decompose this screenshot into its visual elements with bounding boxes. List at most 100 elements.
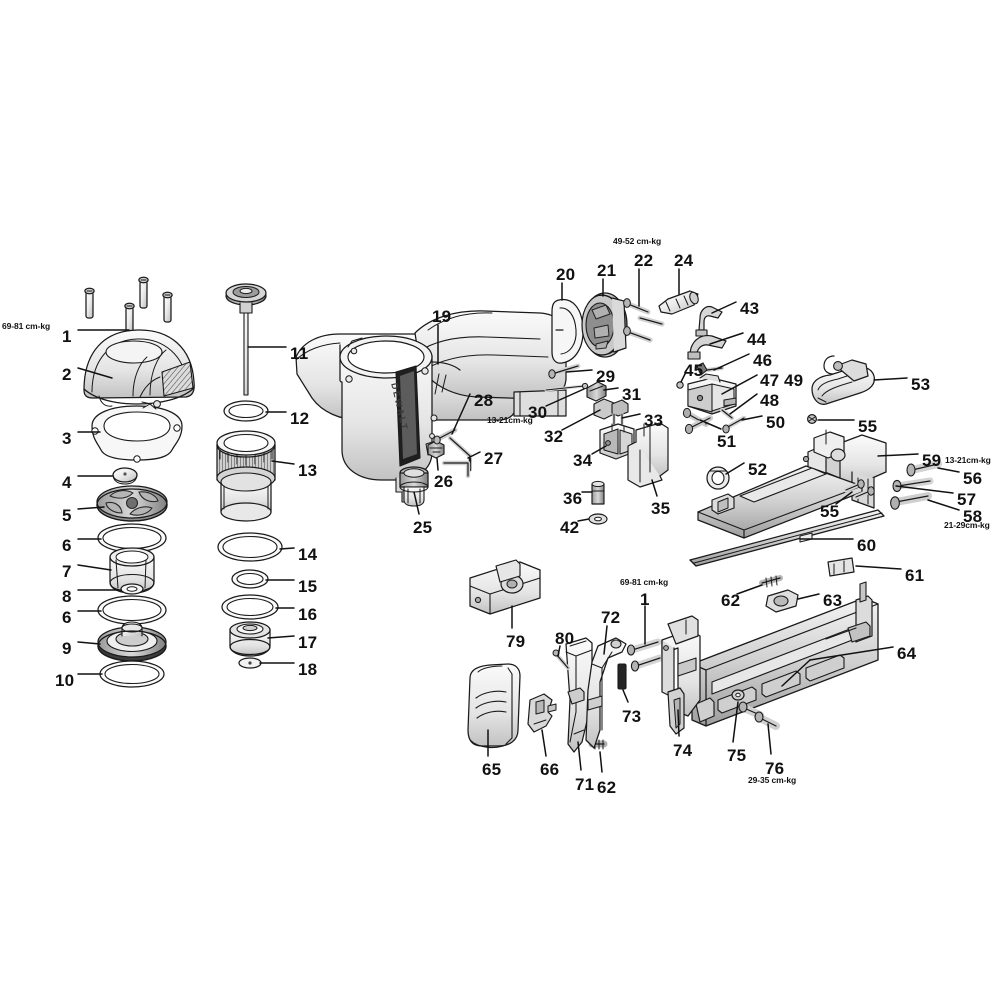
callout-number-3: 3 [62,429,72,448]
torque-spec-58: 21-29cm-kg [944,520,990,530]
part-43-lever [695,305,723,337]
part-45-pin [676,381,684,389]
part-31-fitting [586,381,607,402]
callout-number-52: 52 [748,460,768,479]
callout-number-71: 71 [575,775,595,794]
part-65-nose-cover [467,663,521,749]
callout-number-29: 29 [596,367,616,386]
callout-number-64: 64 [897,644,917,663]
part-1-screws [84,276,173,336]
part-19-housing [295,310,567,503]
part-17-bumper [229,621,271,657]
part-8-washer [120,583,144,595]
callout-number-18: 18 [298,660,318,679]
callout-number-16: 16 [298,605,318,624]
callout-number-49: 49 [784,371,804,390]
callout-number-28: 28 [474,391,494,410]
part-13-cylinder [216,430,276,522]
part-5-valve-plate [96,485,168,522]
callout-number-12: 12 [290,409,310,428]
part-44-lever [687,334,727,360]
part-56-bolt [906,460,942,477]
callout-number-6: 6 [62,608,72,627]
callout-number-62: 62 [721,591,741,610]
part-10-o-ring [99,660,165,688]
part-63-latch [765,589,799,613]
part-14-o-ring [217,532,283,562]
callout-number-7: 7 [62,562,72,581]
torque-spec-1: 69-81 cm-kg [620,577,669,587]
callout-number-11: 11 [290,344,309,363]
callout-number-14: 14 [298,545,318,564]
leader-lines [77,268,960,773]
callout-number-32: 32 [544,427,564,446]
part-66-latch [527,693,557,733]
callout-number-48: 48 [760,391,780,410]
part-59-nose-assembly [802,429,887,509]
callout-number-17: 17 [298,633,318,652]
callout-number-80: 80 [555,629,575,648]
part-9-piston [97,621,167,662]
callout-number-55: 55 [820,502,840,521]
callout-number-9: 9 [62,639,72,658]
part-80-pin [552,649,570,670]
callout-number-15: 15 [298,577,318,596]
part-72-linkage [585,637,627,749]
part-18-washer [238,657,262,669]
callout-number-44: 44 [747,330,767,349]
callout-number-58: 58 [963,507,983,526]
callout-number-30: 30 [528,403,548,422]
callout-number-8: 8 [62,587,72,606]
part-3-gasket [91,403,183,463]
callout-number-21: 21 [597,261,617,280]
part-12-o-ring [223,400,269,422]
callout-number-31: 31 [622,385,642,404]
callout-number-63: 63 [823,591,843,610]
callout-number-24: 24 [674,251,694,270]
torque-spec-56: 13-21cm-kg [945,455,991,465]
part-47-49-trigger-body [687,373,737,415]
part-2-cap [83,329,195,408]
callout-number-34: 34 [573,451,593,470]
part-36-bushing [591,480,605,505]
part-27-hex-wrenches [441,435,473,479]
callout-number-26: 26 [434,472,454,491]
callout-number-51: 51 [717,432,737,451]
part-1b-screws [626,638,664,672]
part-51-levers [682,407,713,435]
part-48-pin [719,407,735,421]
part-24-air-inlet [658,290,699,315]
callout-number-61: 61 [905,566,925,585]
part-15-o-ring [231,569,269,589]
part-6b-o-ring [97,595,167,625]
callout-number-20: 20 [556,265,576,284]
part-29-pin [548,363,581,379]
part-22-screws [623,298,665,343]
callout-number-2: 2 [62,365,72,384]
part-75-washer [731,689,745,701]
callout-number-35: 35 [651,499,671,518]
callout-number-45: 45 [684,361,704,380]
callout-number-25: 25 [413,518,433,537]
callout-number-57: 57 [957,490,977,509]
part-6a-o-ring [97,523,167,553]
part-73-pin [617,663,627,690]
callout-number-36: 36 [563,489,583,508]
torque-spec-30: 13-21cm-kg [487,415,533,425]
part-4-cap-plug [112,467,138,485]
part-53-trigger [811,355,876,405]
part-55b-screws [843,479,875,500]
callout-number-13: 13 [298,461,318,480]
part-76-bolts [738,701,780,730]
callout-number-59: 59 [922,451,942,470]
callout-number-66: 66 [540,760,560,779]
callout-number-65: 65 [482,760,502,779]
part-52-bumper [706,466,730,490]
callout-number-10: 10 [55,671,75,690]
callout-number-76: 76 [765,759,785,778]
part-79-block [469,559,541,615]
callout-number-55: 55 [858,417,878,436]
part-55a-screw [806,414,817,425]
